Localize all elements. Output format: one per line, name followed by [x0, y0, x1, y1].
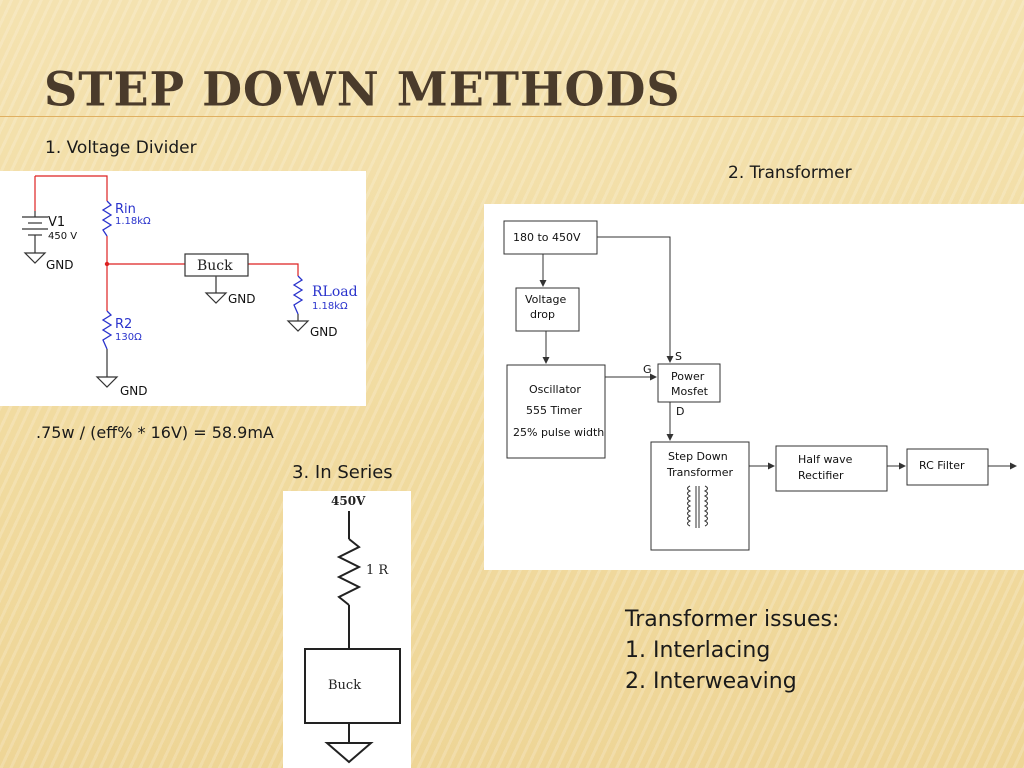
- r2-value: 130Ω: [115, 332, 142, 343]
- power-mosfet-block: [657, 363, 721, 403]
- rin-value: 1.18kΩ: [115, 216, 151, 227]
- slide-title: Step Down Methods: [44, 61, 681, 117]
- xfmr-line2: Transformer: [666, 466, 733, 479]
- divider-buck-text: Buck: [197, 258, 233, 274]
- rc-filter-text: RC Filter: [919, 459, 965, 472]
- input-block: [503, 220, 598, 255]
- transformer-issue-item: 2. Interweaving: [625, 669, 797, 694]
- transformer-issue-item: 1. Interlacing: [625, 638, 771, 663]
- input-text: 180 to 450V: [513, 231, 581, 244]
- pin-s: S: [675, 350, 682, 363]
- rectifier-line1: Half wave: [798, 453, 853, 466]
- formula-text: .75w / (eff% * 16V) = 58.9mA: [36, 423, 274, 442]
- rc-filter-block: [906, 448, 989, 486]
- oscillator-block: [506, 364, 606, 459]
- series-buck-box: [304, 648, 401, 724]
- voltage-drop-line1: Voltage: [525, 293, 566, 306]
- voltage-drop-line2: drop: [530, 308, 555, 321]
- rin-name: Rin: [115, 202, 136, 217]
- pin-d: D: [676, 405, 684, 418]
- gnd-label-load: GND: [310, 325, 338, 339]
- osc-line1: Oscillator: [529, 383, 581, 396]
- rload-name: RLoad: [312, 284, 358, 300]
- gnd-label-source: GND: [46, 258, 74, 272]
- v1-name: V1: [48, 215, 65, 230]
- series-buck-text: Buck: [328, 678, 361, 693]
- transformer-issues-heading: Transformer issues:: [625, 607, 840, 632]
- method-3-label: 3. In Series: [292, 462, 393, 483]
- series-circuit-schematic: 450V 1 R Buck: [283, 491, 411, 768]
- pin-g: G: [643, 363, 652, 376]
- mosfet-line2: Mosfet: [671, 385, 709, 398]
- rload-value: 1.18kΩ: [312, 301, 348, 312]
- series-voltage-text: 450V: [331, 494, 366, 508]
- xfmr-line1: Step Down: [668, 450, 728, 463]
- voltage-divider-schematic: Buck V1 450 V GND Rin 1.18kΩ R2 130Ω RLo…: [0, 171, 366, 406]
- v1-value: 450 V: [48, 231, 77, 242]
- step-down-transformer-block: [650, 441, 750, 551]
- mosfet-line1: Power: [671, 370, 705, 383]
- transformer-block-diagram: 180 to 450V Voltage drop Oscillator 555 …: [484, 204, 1024, 570]
- osc-line2: 555 Timer: [526, 404, 582, 417]
- gnd-label-r2: GND: [120, 384, 148, 398]
- method-2-label: 2. Transformer: [728, 163, 852, 183]
- title-rule: [0, 116, 1024, 117]
- voltage-drop-block: [515, 287, 580, 332]
- method-1-label: 1. Voltage Divider: [45, 138, 197, 158]
- transformer-issues: Transformer issues: 1. Interlacing 2. In…: [625, 604, 839, 697]
- osc-line3: 25% pulse width: [513, 426, 604, 439]
- gnd-label-buck: GND: [228, 292, 256, 306]
- r2-name: R2: [115, 317, 132, 332]
- rectifier-line2: Rectifier: [798, 469, 844, 482]
- series-resistor-text: 1 R: [366, 563, 389, 578]
- half-wave-rectifier-block: [775, 445, 888, 492]
- transformer-coil-icon: [687, 485, 708, 528]
